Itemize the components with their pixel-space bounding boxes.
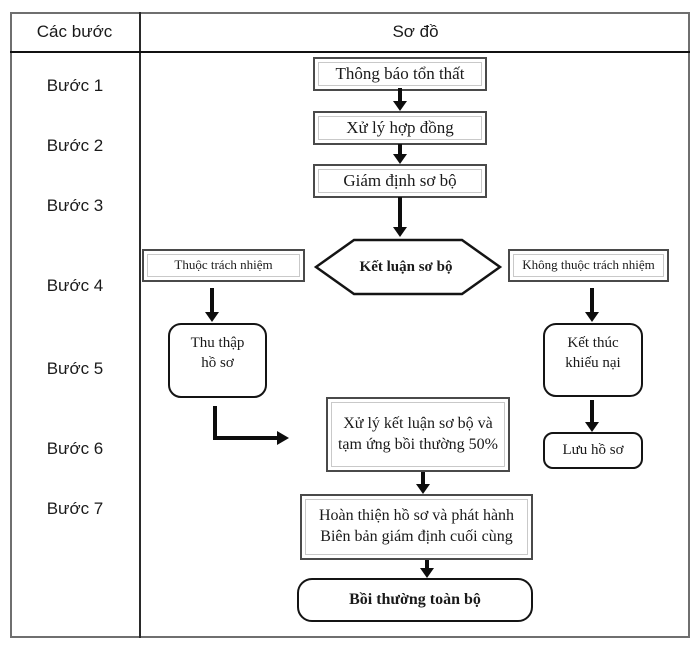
- end-complaint-label: Kết thúc khiếu nại: [565, 335, 621, 371]
- step-label-6: Bước 6: [46, 439, 104, 458]
- arrow-collect-to-process: [213, 406, 303, 446]
- collect-dossier-label: Thu thập hồ sơ: [190, 335, 245, 371]
- process-conclusion-label: Xử lý kết luận sơ bộ và tạm ứng bồi thườ…: [331, 402, 505, 467]
- preliminary-inspection-box: Giám định sơ bộ: [313, 164, 487, 198]
- preliminary-inspection-label: Giám định sơ bộ: [318, 169, 482, 193]
- step-label-2: Bước 2: [46, 136, 104, 155]
- arrow-step2-to-step3: [393, 144, 407, 164]
- in-scope-label: Thuộc trách nhiệm: [147, 254, 300, 277]
- archive-dossier-label: Lưu hồ sơ: [562, 442, 624, 458]
- column-divider: [139, 12, 141, 638]
- step-label-5: Bước 5: [46, 359, 104, 378]
- collect-dossier-box: Thu thập hồ sơ: [168, 323, 267, 398]
- step-label-4: Bước 4: [46, 276, 104, 295]
- end-complaint-box: Kết thúc khiếu nại: [543, 323, 643, 397]
- contract-processing-box: Xử lý hợp đồng: [313, 111, 487, 145]
- header-steps-label: Các bước: [36, 22, 113, 41]
- in-scope-label-box: Thuộc trách nhiệm: [142, 249, 305, 282]
- arrow-process-to-finalize: [416, 472, 430, 494]
- finalize-report-label: Hoàn thiện hồ sơ và phát hành Biên bản g…: [305, 499, 528, 555]
- step-label-1: Bước 1: [46, 76, 104, 95]
- step-label-3: Bước 3: [46, 196, 104, 215]
- arrow-inscope-to-collect: [205, 288, 219, 322]
- process-conclusion-box: Xử lý kết luận sơ bộ và tạm ứng bồi thườ…: [326, 397, 510, 472]
- out-of-scope-label-box: Không thuộc trách nhiệm: [508, 249, 669, 282]
- notify-loss-label: Thông báo tổn thất: [318, 62, 482, 86]
- notify-loss-box: Thông báo tổn thất: [313, 57, 487, 91]
- header-divider: [10, 51, 690, 53]
- contract-processing-label: Xử lý hợp đồng: [318, 116, 482, 140]
- arrow-end-to-archive: [585, 400, 599, 432]
- full-compensation-box: Bồi thường toàn bộ: [297, 578, 533, 622]
- arrow-finalize-to-final: [420, 560, 434, 578]
- archive-dossier-box: Lưu hồ sơ: [543, 432, 643, 469]
- full-compensation-label: Bồi thường toàn bộ: [349, 591, 481, 608]
- arrow-step3-to-decision: [393, 197, 407, 237]
- decision-label: Kết luận sơ bộ: [359, 258, 453, 275]
- arrow-step1-to-step2: [393, 88, 407, 111]
- step-label-7: Bước 7: [46, 499, 104, 518]
- decision-hexagon: [313, 238, 503, 296]
- finalize-report-box: Hoàn thiện hồ sơ và phát hành Biên bản g…: [300, 494, 533, 560]
- header-diagram-label: Sơ đồ: [392, 22, 439, 41]
- arrow-outscope-to-end: [585, 288, 599, 322]
- out-of-scope-label: Không thuộc trách nhiệm: [513, 254, 664, 277]
